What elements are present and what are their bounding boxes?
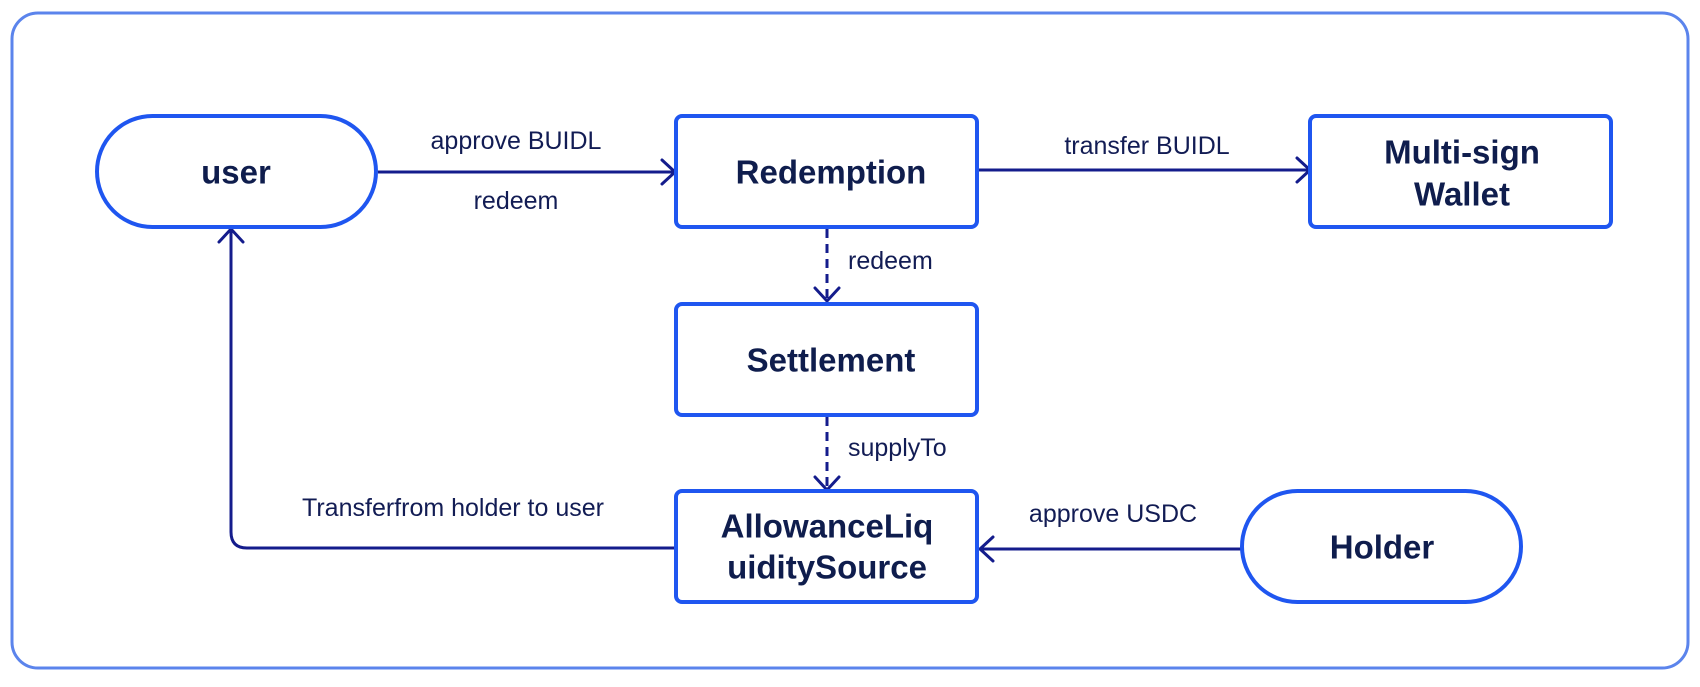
node-label-line1: AllowanceLiq bbox=[721, 508, 934, 545]
node-holder: Holder bbox=[1240, 489, 1523, 604]
edge-line bbox=[229, 230, 674, 550]
node-allowance-liquidity-source: AllowanceLiq uiditySource bbox=[674, 489, 979, 604]
node-shape bbox=[1240, 489, 1523, 604]
node-shape bbox=[1308, 114, 1613, 229]
node-label-line1: Multi-sign bbox=[1384, 134, 1540, 171]
edge-label-redeem-down: redeem bbox=[848, 247, 933, 275]
arrow-down-icon bbox=[813, 286, 841, 303]
edge-label-redeem-user: redeem bbox=[474, 187, 559, 215]
node-shape bbox=[674, 114, 979, 229]
node-shape bbox=[674, 302, 979, 417]
edge-redemption-to-settlement bbox=[813, 229, 841, 303]
arrow-left-icon bbox=[978, 535, 995, 563]
node-redemption: Redemption bbox=[674, 114, 979, 229]
node-shape bbox=[674, 489, 979, 604]
node-label-line2: uiditySource bbox=[727, 549, 927, 586]
node-label: Settlement bbox=[747, 342, 916, 379]
node-label: user bbox=[201, 154, 271, 191]
edge-label-approve-usdc: approve USDC bbox=[1029, 500, 1197, 528]
edge-label-transfer-buidl: transfer BUIDL bbox=[1064, 132, 1229, 160]
node-shape bbox=[95, 114, 378, 229]
node-label: Redemption bbox=[736, 154, 927, 191]
node-multisig-wallet: Multi-sign Wallet bbox=[1308, 114, 1613, 229]
node-settlement: Settlement bbox=[674, 302, 979, 417]
node-label: Holder bbox=[1330, 529, 1435, 566]
node-label-line2: Wallet bbox=[1414, 176, 1510, 213]
node-user: user bbox=[95, 114, 378, 229]
edge-label-approve-buidl: approve BUIDL bbox=[431, 127, 602, 155]
edge-holder-to-allowance bbox=[978, 535, 1241, 563]
edge-label-supply-to: supplyTo bbox=[848, 434, 947, 462]
edge-label-transferfrom: Transferfrom holder to user bbox=[302, 494, 604, 522]
